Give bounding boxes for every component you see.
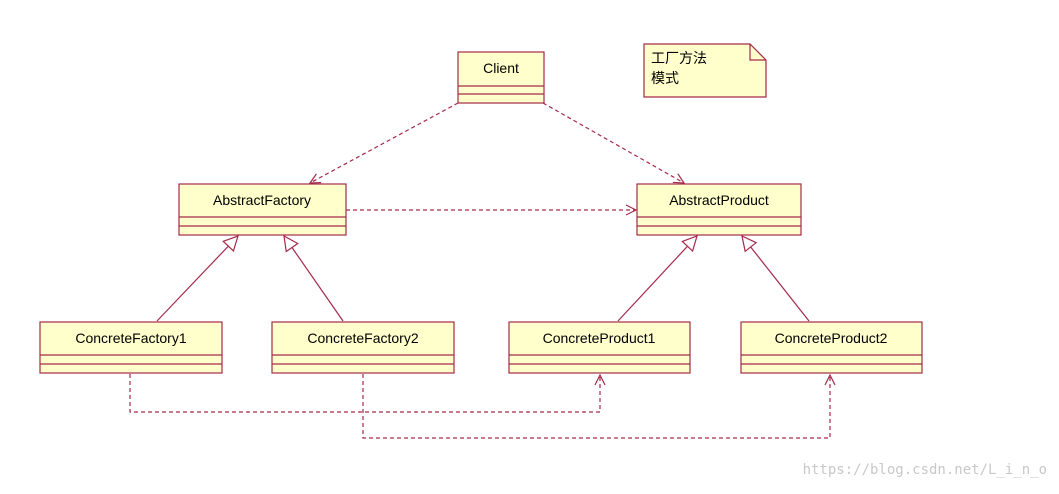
note[interactable]: 工厂方法 模式 xyxy=(643,43,767,98)
class-name: ConcreteProduct2 xyxy=(775,330,888,346)
class-name: ConcreteProduct1 xyxy=(543,330,656,346)
concretefactory1-generalization xyxy=(156,236,238,322)
class-abstractproduct[interactable]: AbstractProduct xyxy=(636,183,802,236)
class-name: AbstractFactory xyxy=(213,192,311,208)
concreteproduct1-generalization xyxy=(617,236,697,322)
class-concreteproduct1[interactable]: ConcreteProduct1 xyxy=(508,321,691,374)
class-concretefactory2[interactable]: ConcreteFactory2 xyxy=(271,321,455,374)
class-name: ConcreteFactory1 xyxy=(75,330,186,346)
generalization-lines xyxy=(156,236,810,322)
concretefactory2-generalization xyxy=(284,236,344,322)
class-concreteproduct2[interactable]: ConcreteProduct2 xyxy=(740,321,923,374)
class-name: Client xyxy=(483,60,519,76)
concretefactory1-to-concreteproduct1-dependency xyxy=(129,374,600,413)
note-line-2: 模式 xyxy=(651,71,679,87)
class-client[interactable]: Client xyxy=(457,51,545,104)
watermark: https://blog.csdn.net/L_i_n_o xyxy=(802,462,1047,478)
concretefactory2-to-concreteproduct2-dependency xyxy=(362,374,830,439)
client-to-abstractfactory-dependency xyxy=(310,102,459,183)
client-to-abstractproduct-dependency xyxy=(542,102,684,183)
class-name: ConcreteFactory2 xyxy=(307,330,418,346)
note-line-1: 工厂方法 xyxy=(651,51,707,67)
class-abstractfactory[interactable]: AbstractFactory xyxy=(178,183,347,236)
concreteproduct2-generalization xyxy=(742,236,810,322)
class-concretefactory1[interactable]: ConcreteFactory1 xyxy=(39,321,223,374)
dependency-lines xyxy=(129,102,830,439)
class-name: AbstractProduct xyxy=(669,192,769,208)
